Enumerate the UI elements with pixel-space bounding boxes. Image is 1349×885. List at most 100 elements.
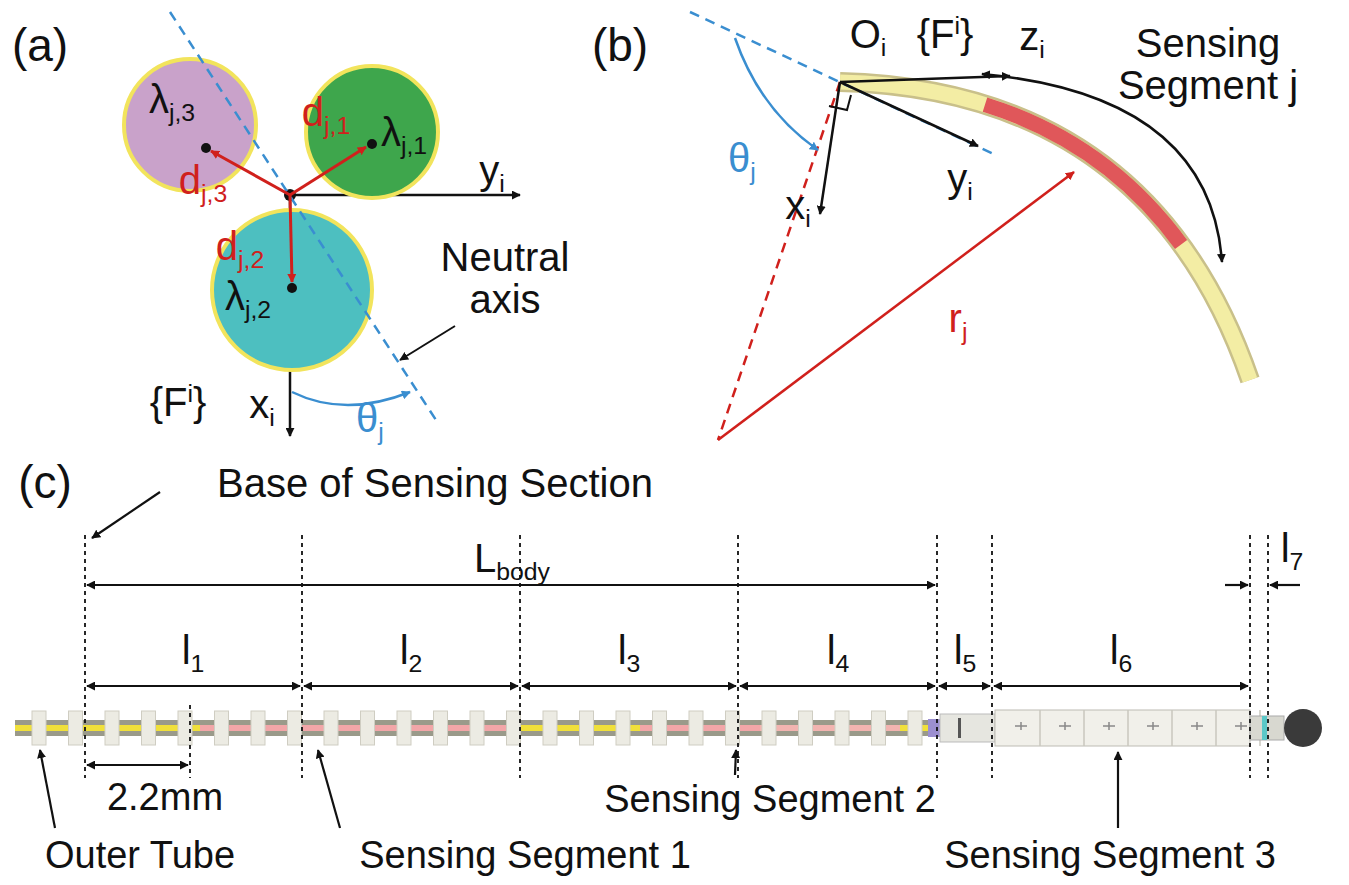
arrow	[718, 172, 1074, 440]
line	[1039, 710, 1041, 746]
center-dot	[367, 139, 377, 149]
label: (a)	[12, 21, 68, 69]
center-dot	[201, 143, 211, 153]
line	[737, 535, 739, 778]
label: l7	[1281, 527, 1304, 569]
label: xi	[785, 184, 811, 226]
arrow	[87, 685, 300, 687]
arrow	[735, 750, 736, 775]
line	[690, 12, 998, 156]
arrow	[1117, 752, 1119, 828]
line	[1196, 722, 1198, 730]
connector	[928, 719, 940, 737]
label: l4	[827, 629, 850, 671]
tip-ball	[1284, 709, 1322, 747]
line	[1215, 710, 1217, 746]
line	[189, 705, 191, 778]
arrow	[740, 685, 935, 687]
line	[1152, 722, 1154, 730]
label: l2	[400, 629, 423, 671]
label: θj	[356, 397, 384, 439]
label: 2.2mm	[107, 778, 223, 818]
tube-ring	[324, 711, 338, 745]
label: Sensing Segment 1	[359, 836, 691, 876]
curve	[829, 95, 851, 110]
line	[1020, 722, 1022, 730]
tube-ring	[69, 711, 83, 745]
line	[301, 535, 303, 778]
fiber-label: λj,1	[381, 112, 427, 152]
arrow	[318, 750, 340, 828]
arrow	[1225, 584, 1248, 586]
label: dj,1	[302, 91, 350, 133]
tube-ring	[689, 711, 703, 745]
label: Sensing Segment j	[1083, 22, 1333, 106]
segment-body	[995, 710, 1250, 746]
arrow	[87, 764, 188, 766]
fiber-label: λj,2	[225, 276, 271, 316]
center-dot	[287, 283, 297, 293]
line	[84, 535, 86, 778]
tube-ring	[215, 711, 229, 745]
tube-ring	[580, 711, 594, 745]
label: Sensing Segment 2	[604, 780, 936, 820]
tube-ring	[142, 711, 156, 745]
tube-ring	[105, 711, 119, 745]
line	[170, 12, 436, 420]
curve	[840, 82, 1250, 380]
tube-ring	[799, 711, 813, 745]
tube-ring	[361, 711, 375, 745]
label: Sensing Segment 3	[944, 836, 1276, 876]
arrow	[290, 194, 520, 197]
line	[1064, 722, 1066, 730]
arrow	[1270, 584, 1300, 586]
line	[1083, 710, 1085, 746]
tube-ring	[434, 711, 448, 745]
tube-ring	[616, 711, 630, 745]
curve	[840, 82, 1250, 380]
arrow	[92, 492, 160, 538]
tube-ring	[872, 711, 886, 745]
label: (c)	[18, 458, 72, 506]
tube-ring	[762, 711, 776, 745]
label: θj	[728, 137, 756, 179]
label: l1	[182, 629, 205, 671]
tube-ring	[653, 711, 667, 745]
arrow	[939, 685, 990, 687]
tube-ring	[507, 711, 521, 745]
tube-ring	[288, 711, 302, 745]
tube-ring	[32, 711, 46, 745]
label: {Fi}	[150, 381, 207, 423]
arrow	[820, 82, 840, 214]
arrow	[840, 82, 978, 146]
line	[1249, 535, 1251, 778]
arrow	[40, 750, 55, 828]
label: Oi	[850, 13, 887, 55]
fiber-label: λj,3	[149, 79, 195, 119]
label: l6	[1110, 629, 1133, 671]
label: dj,2	[216, 225, 264, 267]
line	[1108, 722, 1110, 730]
label: Base of Sensing Section	[217, 462, 653, 504]
curve	[292, 392, 410, 405]
line	[991, 535, 993, 778]
tube-ring	[397, 711, 411, 745]
label: dj,3	[179, 159, 227, 201]
curve	[735, 38, 818, 150]
origin-dot	[284, 189, 296, 201]
line	[1171, 710, 1173, 746]
label: rj	[949, 297, 968, 339]
arrow	[840, 76, 1010, 82]
label: l3	[618, 629, 641, 671]
line	[1240, 722, 1242, 730]
label: zi	[1019, 15, 1045, 57]
tube-ring	[908, 711, 922, 745]
arrow	[290, 147, 366, 195]
curve	[840, 82, 1250, 380]
line	[1267, 535, 1269, 778]
label: Lbody	[474, 537, 550, 579]
arrow	[400, 326, 455, 360]
tube-ring	[251, 711, 265, 745]
tube-ring	[470, 711, 484, 745]
